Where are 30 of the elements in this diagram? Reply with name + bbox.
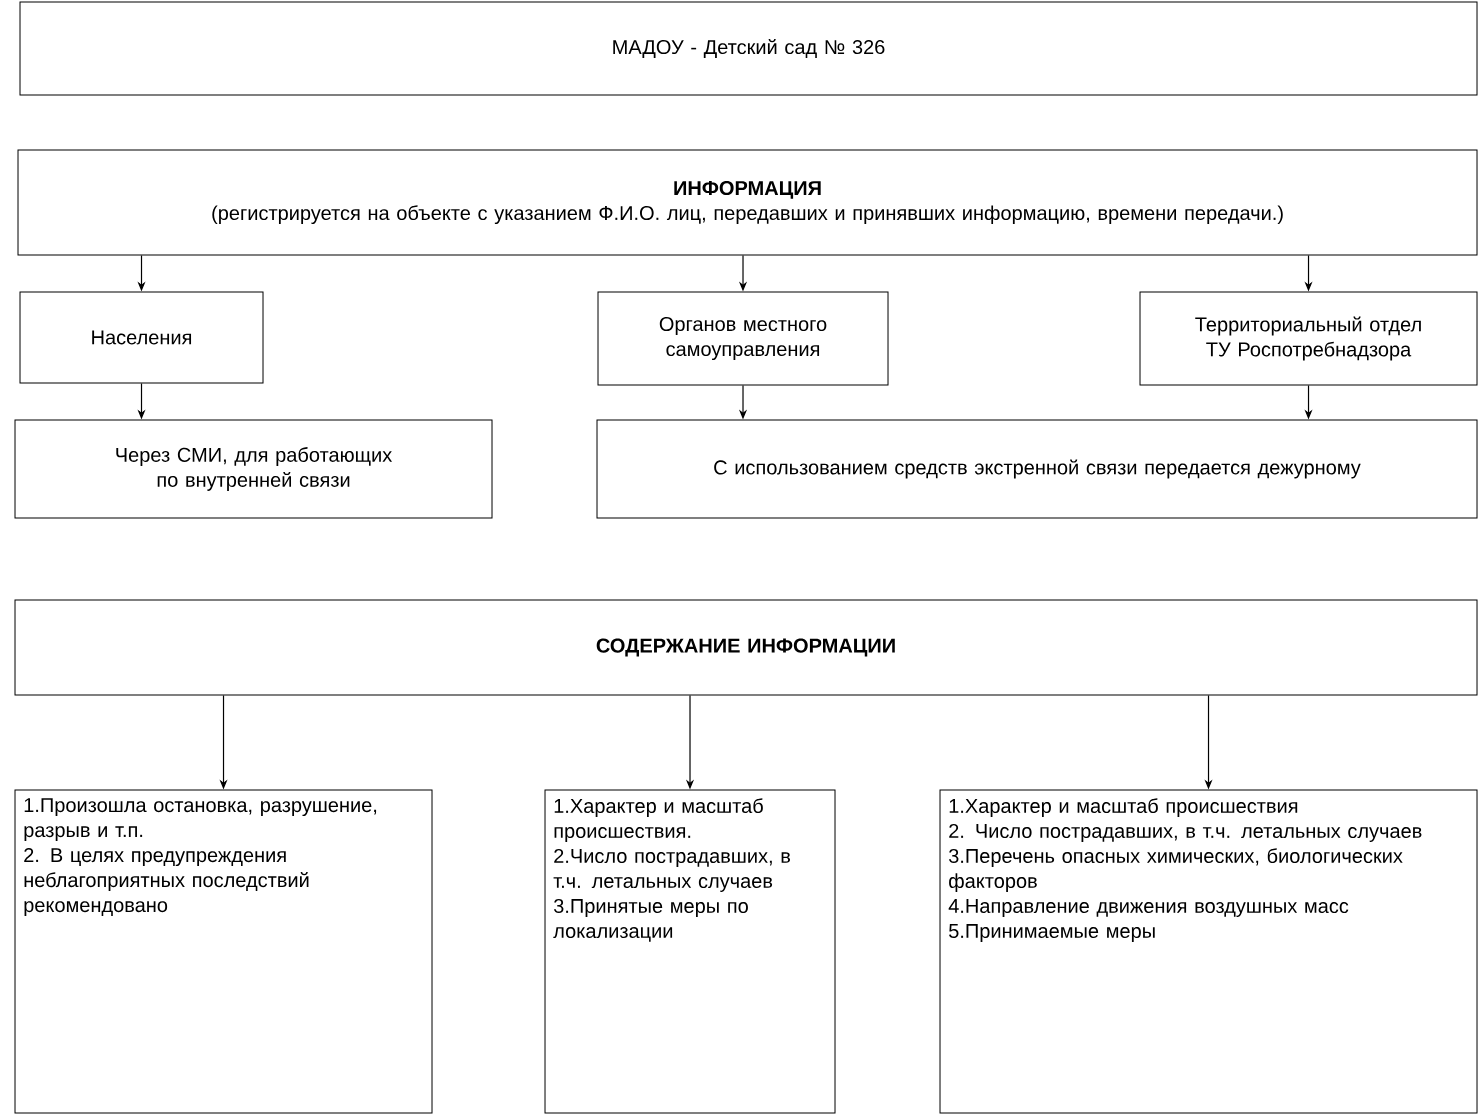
source-box xyxy=(597,291,889,386)
node-label: Территориальный отдел ТУ Роспотребнадзора xyxy=(1195,316,1421,361)
node-label: 2. Число пострадавших, в т.ч. летальных случаев xyxy=(949,823,1422,843)
node-label: 3.Принятые меры по локализации xyxy=(553,898,748,942)
node-label: С использованием средств экстренной связи передается дежурному xyxy=(714,459,1361,479)
node-label: ИНФОРМАЦИЯ xyxy=(674,180,821,199)
node-label: МАДОУ - Детский сад № 326 xyxy=(613,39,885,58)
channel-box xyxy=(596,419,1478,519)
node-label: Органов местного самоуправления xyxy=(659,316,827,361)
node-label: Через СМИ, для работающих по внутренней связи xyxy=(116,447,393,491)
node-label: 4.Направление движения воздушных масс xyxy=(948,899,1349,918)
node-label: 1.Произошла остановка, разрушение, разрыв и т.п. xyxy=(24,798,377,842)
node-label: СОДЕРЖАНИЕ ИНФОРМАЦИИ xyxy=(596,638,895,657)
source-box xyxy=(1139,291,1478,386)
node-label: 2. В целях предупреждения неблагоприятных последствий рекомендовано xyxy=(24,847,309,917)
node-label: 5.Принимаемые меры xyxy=(949,924,1155,943)
node-label: (регистрируется на объекте с указанием Ф.И.О. лиц, передавших и принявших информацию, времени передачи.) xyxy=(212,205,1283,225)
content-list-box xyxy=(14,789,433,1114)
header-box xyxy=(19,1,1478,96)
node-label: 2.Число пострадавших, в т.ч. летальных случаев xyxy=(553,848,791,893)
info-box xyxy=(17,149,1478,256)
source-box xyxy=(19,291,264,384)
content-header-box xyxy=(14,599,1478,696)
node-label: 1.Характер и масштаб происшествия. xyxy=(554,798,763,843)
node-label: 1.Характер и масштаб происшествия xyxy=(949,798,1298,818)
node-label: Населения xyxy=(92,330,192,345)
node-label: 3.Перечень опасных химических, биологических факторов xyxy=(948,848,1403,893)
content-list-box xyxy=(939,789,1478,1114)
channel-box xyxy=(14,419,493,519)
content-list-box xyxy=(544,789,836,1114)
